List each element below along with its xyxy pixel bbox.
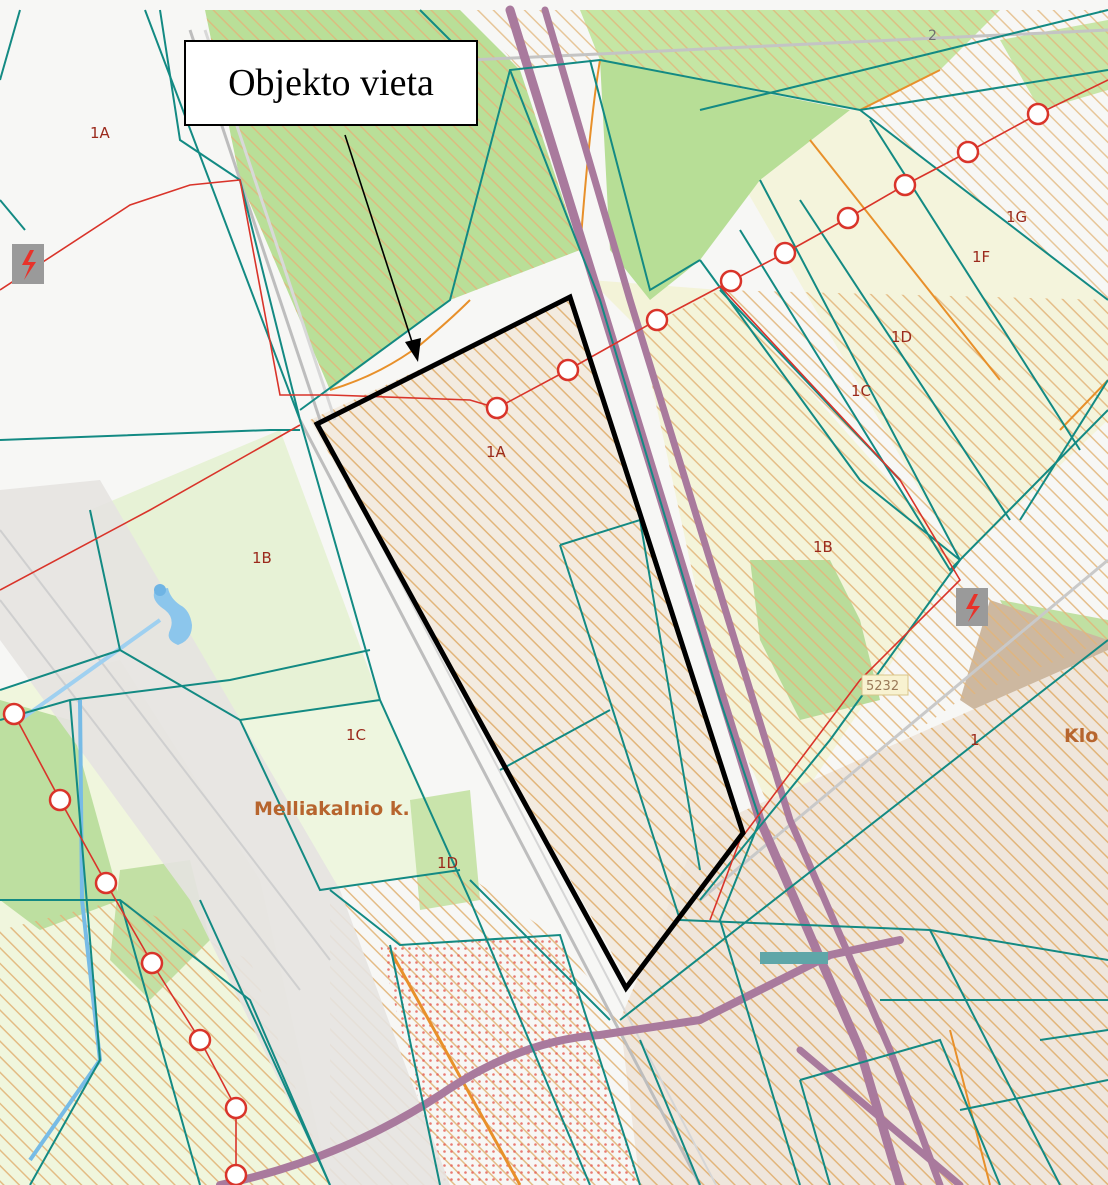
parcel-boundaries	[0, 9, 1108, 1185]
power-pole-marker	[485, 396, 509, 420]
water-node-icon	[154, 584, 166, 596]
parcel-label-1c-east: 1C	[851, 382, 871, 400]
transformer-icon	[12, 244, 44, 284]
parcel-label-1c-west: 1C	[346, 726, 366, 744]
site-outline[interactable]	[313, 293, 746, 993]
transformer-icon	[956, 588, 988, 626]
place-label-melliakalnio: Melliakalnio k.	[254, 798, 410, 820]
parcel-label-1: 1	[970, 731, 980, 749]
svg-text:5232: 5232	[866, 679, 899, 694]
parcel-label-1a-nw: 1A	[90, 124, 111, 142]
orange-boundaries	[329, 59, 1108, 1185]
parcel-label-2: 2	[928, 28, 937, 44]
parcel-label-1g: 1G	[1006, 208, 1027, 226]
parcel-label-1f: 1F	[972, 248, 990, 266]
power-lines	[0, 79, 1108, 1185]
callout-arrow	[344, 134, 421, 362]
road-number-badge: 5232	[861, 674, 909, 696]
water-features	[18, 588, 192, 1162]
parcel-label-1d-east: 1D	[891, 328, 912, 346]
place-label-klo: Klo	[1064, 725, 1098, 747]
callout-box: Objekto vieta	[184, 40, 478, 126]
parcel-label-1b-east: 1B	[813, 538, 833, 556]
parcel-label-1a-site: 1A	[486, 443, 507, 461]
parcel-label-1d-west: 1D	[437, 854, 458, 872]
parcel-label-1b-west: 1B	[252, 549, 272, 567]
callout-text: Objekto vieta	[228, 62, 434, 104]
